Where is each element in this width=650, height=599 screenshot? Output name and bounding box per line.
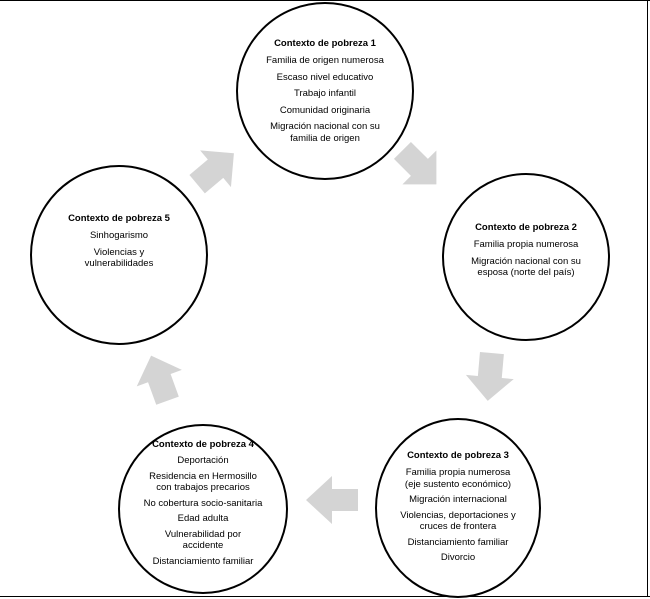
context-3-item: Violencias, deportaciones y cruces de fr… [400,509,516,533]
context-circle-3: Contexto de pobreza 3 Familia propia num… [375,418,541,598]
context-4-item: Vulnerabilidad por accidente [164,528,242,552]
context-1-item: Escaso nivel educativo [276,71,374,83]
context-1-item: Migración nacional con su familia de ori… [270,121,380,144]
arrow-4-to-5 [136,355,182,405]
arrow-2-to-3 [465,352,514,401]
arrow-5-to-1 [189,150,234,194]
context-circle-2: Contexto de pobreza 2 Familia propia num… [442,173,610,341]
context-5-item: Sinhogarismo [89,230,149,241]
context-5-item: Violencias y vulnerabilidades [84,246,154,270]
context-3-item: Familia propia numerosa (eje sustento ec… [404,467,512,490]
top-border [0,0,650,1]
context-2-title: Contexto de pobreza 2 [475,222,577,233]
context-5-title: Contexto de pobreza 5 [68,213,170,224]
context-circle-4: Contexto de pobreza 4 Deportación Reside… [118,424,288,594]
context-4-item: Residencia en Hermosillo con trabajos pr… [149,470,257,494]
context-4-item: No cobertura socio-sanitaria [143,497,263,509]
context-1-item: Trabajo infantil [294,88,356,99]
context-3-item: Divorcio [440,552,476,563]
context-1-item: Familia de origen numerosa [266,55,384,66]
context-4-title: Contexto de pobreza 4 [152,439,254,450]
bottom-border [0,596,650,597]
context-3-item: Distanciamiento familiar [407,536,509,548]
context-circle-5: Contexto de pobreza 5 Sinhogarismo Viole… [30,165,208,345]
context-2-item: Migración nacional con su esposa (norte … [471,255,581,279]
context-3-title: Contexto de pobreza 3 [407,450,509,461]
context-circle-1: Contexto de pobreza 1 Familia de origen … [236,2,414,180]
context-4-item: Distanciamiento familiar [152,555,254,567]
context-1-title: Contexto de pobreza 1 [274,38,376,49]
context-4-item: Deportación [177,455,229,466]
arrow-3-to-4 [306,476,358,524]
context-4-item: Edad adulta [177,513,229,524]
context-1-item: Comunidad originaria [279,104,371,116]
context-2-item: Familia propia numerosa [473,239,579,250]
context-3-item: Migración internacional [409,494,507,505]
right-border [647,0,648,597]
